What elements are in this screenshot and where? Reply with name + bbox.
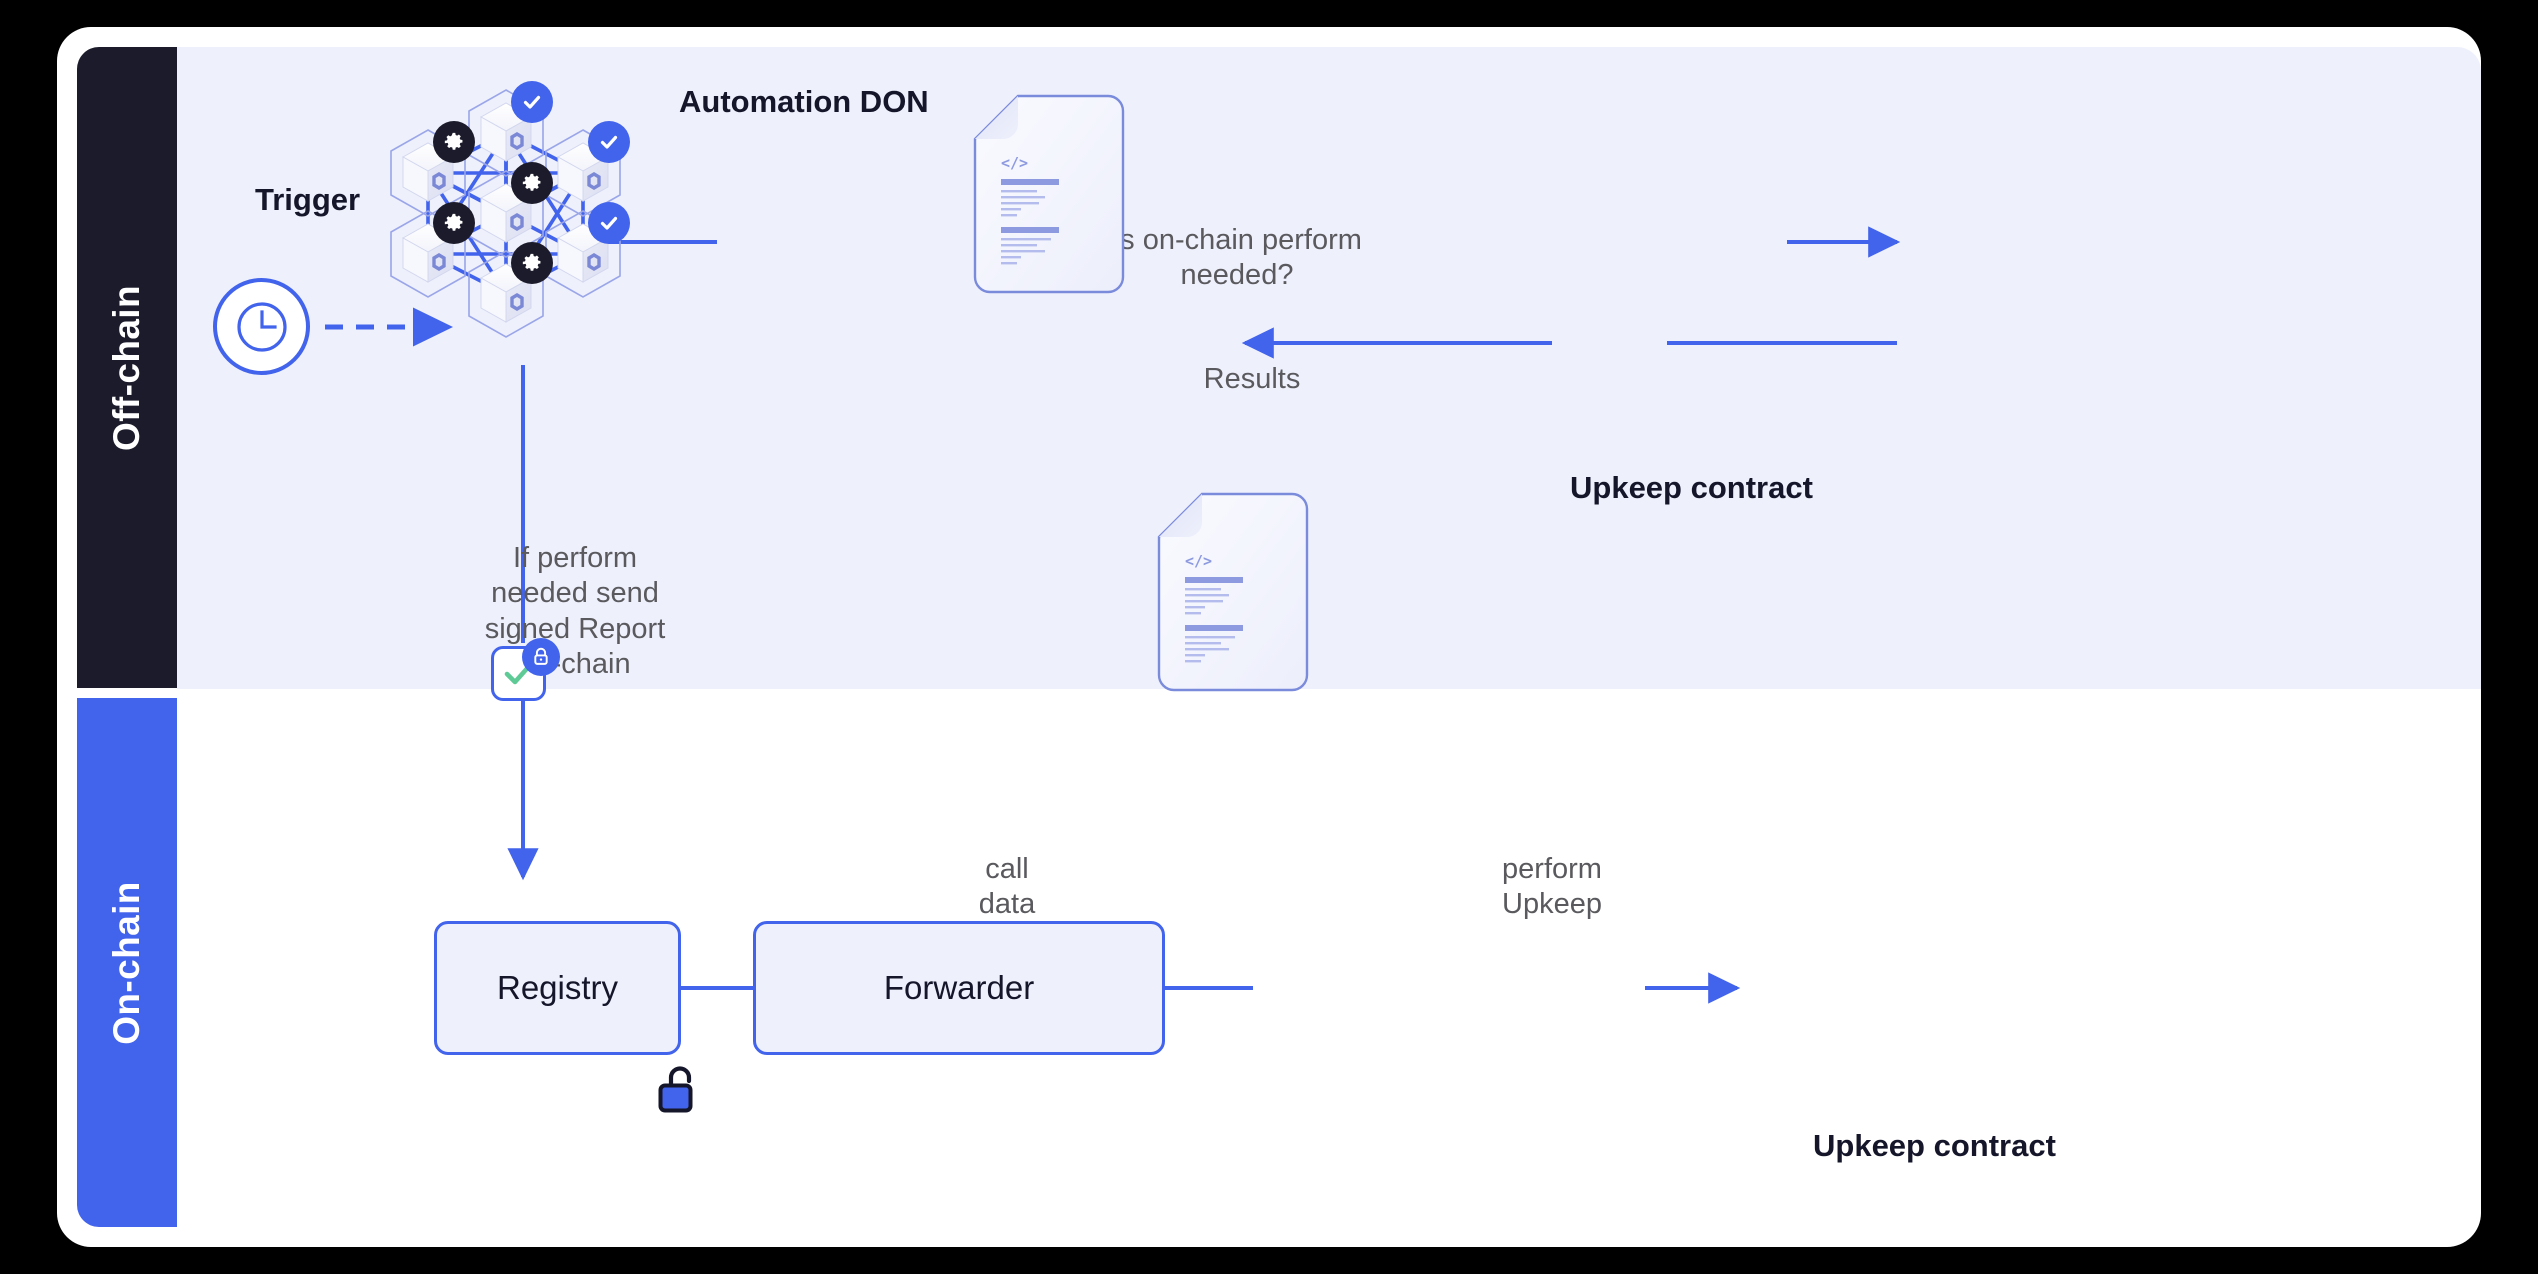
edge-label-call-data: call data xyxy=(978,853,1036,921)
label-trigger: Trigger xyxy=(255,182,361,217)
check-icon xyxy=(511,81,553,123)
band-onchain: On-chain xyxy=(77,698,177,1227)
document-icon-upkeep-onchain: </> xyxy=(1157,492,1309,692)
don-node xyxy=(387,121,475,219)
signed-report-badge xyxy=(491,638,560,701)
check-icon xyxy=(588,202,630,244)
svg-text:</>: </> xyxy=(1185,552,1212,570)
edge-label-perform-upkeep: perform Upkeep xyxy=(1502,853,1602,921)
edge-label-query: Is on-chain perform needed? xyxy=(1112,224,1362,292)
hexagon-cube-icon xyxy=(390,129,466,217)
don-node xyxy=(465,162,553,260)
gear-icon xyxy=(511,162,553,204)
gear-icon xyxy=(511,242,553,284)
automation-don-cluster xyxy=(387,81,630,340)
page-title-automation-don: Automation DON xyxy=(679,84,929,119)
diagram-stage: Automation DON Trigger Upkeep contract U… xyxy=(57,27,2481,1247)
don-node xyxy=(465,242,553,340)
svg-text:</>: </> xyxy=(1001,154,1028,172)
check-icon xyxy=(588,121,630,163)
don-node xyxy=(465,81,553,179)
label-upkeep-contract-offchain: Upkeep contract xyxy=(1570,470,1813,505)
lock-closed-icon xyxy=(522,638,560,676)
gear-icon xyxy=(433,202,475,244)
band-offchain: Off-chain xyxy=(77,47,177,688)
box-registry[interactable]: Registry xyxy=(434,921,681,1055)
edge-label-results: Results xyxy=(1203,363,1301,395)
box-forwarder-label: Forwarder xyxy=(883,969,1035,1006)
document-icon-upkeep-offchain: </> xyxy=(973,94,1125,294)
don-node xyxy=(542,121,630,219)
don-node xyxy=(542,202,630,300)
label-upkeep-contract-onchain: Upkeep contract xyxy=(1813,1128,2056,1163)
box-registry-label: Registry xyxy=(496,969,619,1006)
don-node xyxy=(387,202,475,300)
hexagon-cube-icon xyxy=(468,250,544,338)
diagram-frame: Off-chain On-chain xyxy=(57,27,2481,1247)
offchain-panel xyxy=(177,47,2481,689)
clock-icon xyxy=(236,301,287,352)
lock-open-icon xyxy=(657,1063,703,1115)
box-forwarder[interactable]: Forwarder xyxy=(753,921,1165,1055)
gear-icon xyxy=(433,121,475,163)
trigger-node xyxy=(213,278,310,375)
